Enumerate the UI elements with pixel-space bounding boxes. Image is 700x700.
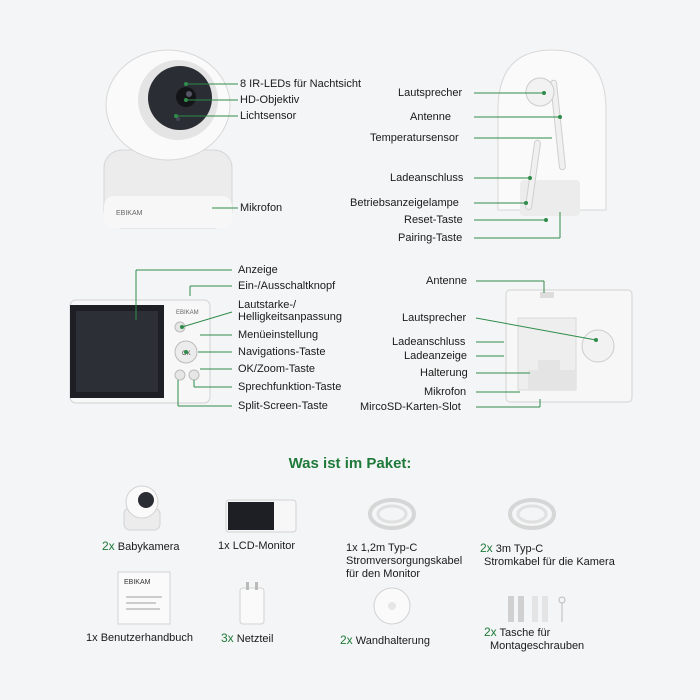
package-manual-logo: EBIKAM	[124, 579, 151, 586]
camera-back-image	[497, 49, 607, 216]
item-line1: Tasche für	[499, 627, 551, 639]
label-temp-sensor: Temperatursensor	[370, 132, 459, 144]
item-text: Babykamera	[117, 541, 180, 553]
label-camera-antenna: Antenne	[410, 111, 451, 123]
label-ok-zoom: OK/Zoom-Taste	[238, 363, 316, 375]
leader-dots	[174, 82, 598, 354]
label-volume: Lautstarke-/	[238, 299, 297, 311]
label-camera-mic: Mikrofon	[240, 202, 283, 214]
label-reset-button: Reset-Taste	[404, 214, 463, 226]
item-line2: Montageschrauben	[490, 640, 585, 652]
qty: 2x	[340, 633, 353, 647]
leader-lines	[135, 83, 597, 408]
item-text: LCD-Monitor	[232, 540, 296, 552]
label-pairing-button: Pairing-Taste	[398, 232, 463, 244]
package-item-wallmount: 2x Wandhalterung	[340, 634, 430, 648]
label-camera-speaker: Lautsprecher	[398, 87, 463, 99]
label-menu: Menüeinstellung	[238, 329, 319, 341]
package-wallmount-image	[373, 587, 411, 625]
package-item-adapter: 3x Netzteil	[221, 632, 273, 646]
item-line1: 1,2m Typ-C	[360, 542, 418, 554]
qty: 2x	[484, 625, 497, 639]
label-monitor-charging-port: Ladeanschluss	[392, 336, 466, 348]
package-cable-2-image	[508, 498, 556, 530]
package-babycam-image	[123, 485, 161, 531]
package-item-cable-monitor: 1x 1,2m Typ-C Stromversorgungskabel für …	[346, 542, 462, 581]
package-monitor-image	[225, 499, 297, 533]
monitor-front-image	[69, 299, 211, 404]
qty: 1x	[346, 542, 358, 554]
item-line1: 3m Typ-C	[495, 543, 544, 555]
label-charge-indicator: Ladeanzeige	[404, 350, 468, 362]
item-text: Netzteil	[236, 633, 274, 645]
item-line2: Stromkabel für die Kamera	[484, 556, 615, 568]
package-screws-image	[508, 596, 566, 622]
item-text: Benutzerhandbuch	[100, 632, 194, 644]
package-adapter-image	[239, 582, 265, 625]
label-monitor-antenna: Antenne	[426, 275, 467, 287]
label-navigation: Navigations-Taste	[238, 346, 326, 358]
package-item-screws: 2x Tasche für Montageschrauben	[484, 626, 584, 653]
monitor-brand-logo: EBIKAM	[176, 310, 199, 316]
item-line2: Stromversorgungskabel	[346, 555, 463, 567]
qty: 1x	[86, 632, 98, 644]
monitor-ok-button: OK	[182, 351, 191, 357]
label-light-sensor: Lichtsensor	[240, 110, 297, 122]
qty: 3x	[221, 631, 234, 645]
label-camera-charging-port: Ladeanschluss	[390, 172, 464, 184]
label-monitor-mic: Mikrofon	[424, 386, 467, 398]
label-monitor-speaker: Lautsprecher	[402, 312, 467, 324]
qty: 2x	[102, 539, 115, 553]
label-brightness: Helligkeitsanpassung	[238, 311, 342, 323]
package-item-manual: 1x Benutzerhandbuch	[86, 632, 193, 645]
package-title: Was ist im Paket:	[288, 455, 412, 472]
qty: 1x	[218, 540, 230, 552]
label-power-switch: Ein-/Ausschaltknopf	[238, 280, 336, 292]
package-item-monitor: 1x LCD-Monitor	[218, 540, 295, 553]
item-line3: für den Monitor	[346, 568, 420, 580]
qty: 2x	[480, 541, 493, 555]
package-manual-image	[117, 571, 171, 625]
label-power-lamp: Betriebsanzeigelampe	[350, 197, 459, 209]
package-item-babycam: 2x Babykamera	[102, 540, 180, 554]
monitor-back-image	[505, 289, 633, 403]
label-microsd-slot: MircoSD-Karten-Slot	[360, 401, 461, 413]
label-split-screen: Split-Screen-Taste	[238, 400, 328, 412]
label-talk: Sprechfunktion-Taste	[238, 381, 342, 393]
camera-front-image	[103, 49, 233, 229]
label-display: Anzeige	[238, 264, 278, 276]
label-hd-lens: HD-Objektiv	[240, 94, 300, 106]
package-cable-1-image	[368, 498, 416, 530]
label-stand: Halterung	[420, 367, 468, 379]
label-ir-leds: 8 IR-LEDs für Nachtsicht	[240, 78, 362, 90]
camera-brand-logo: EBIKAM	[116, 210, 143, 217]
item-text: Wandhalterung	[355, 635, 430, 647]
package-item-cable-camera: 2x 3m Typ-C Stromkabel für die Kamera	[480, 542, 615, 569]
